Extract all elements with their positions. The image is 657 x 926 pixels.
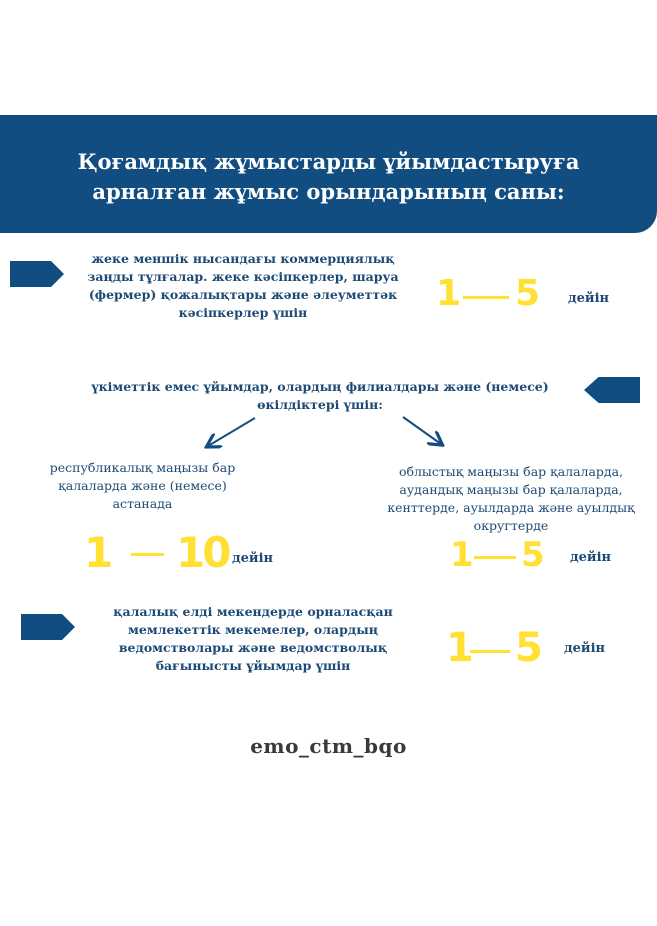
page-title: Қоғамдық жұмыстарды ұйымдастыруға арналғ… xyxy=(0,147,657,207)
section2-left-line: астанада xyxy=(112,496,173,511)
section3-line: бағынысты ұйымдар үшін xyxy=(155,658,351,673)
section2-text: үкіметтік емес ұйымдар, олардың филиалда… xyxy=(80,378,560,414)
range-dash xyxy=(474,556,516,559)
arrow-right-icon xyxy=(10,261,64,287)
section2-right-range-to: 5 xyxy=(521,535,545,575)
section1-unit: дейін xyxy=(568,291,610,306)
title-line-1: Қоғамдық жұмыстарды ұйымдастыруға xyxy=(77,149,580,174)
arrow-down-right-icon xyxy=(402,416,441,444)
range-dash xyxy=(470,650,510,653)
section1-range-to: 5 xyxy=(515,273,541,314)
section2-left-text: республикалық маңызы бар қалаларда және … xyxy=(40,459,245,513)
section1-line: кәсіпкерлер үшін xyxy=(178,305,308,320)
section2-left-line: қалаларда және (немесе) xyxy=(58,478,227,493)
arrow-down-left-icon xyxy=(208,417,256,446)
section3-unit: дейін xyxy=(564,641,606,656)
section1-line: (фермер) қожалықтары және әлеуметтәк xyxy=(88,287,398,302)
section2-line: өкілдіктері үшін: xyxy=(257,397,383,412)
section2-right-line: округтерде xyxy=(473,518,549,533)
section2-right-range-from: 1 xyxy=(450,535,474,575)
section2-right-line: аудандық маңызы бар қалаларда, xyxy=(399,482,623,497)
section3-line: мемлекеттік мекемелер, олардың xyxy=(128,622,378,637)
section3-text: қалалық елді мекендерде орналасқан мемле… xyxy=(103,603,403,675)
title-line-2: арналған жұмыс орындарының саны: xyxy=(92,179,565,204)
section2-right-line: кенттерде, ауылдарда және ауылдық xyxy=(387,500,635,515)
section3-line: ведомстволары және ведомстволық xyxy=(118,640,388,655)
section2-left-range-from: 1 xyxy=(84,528,114,577)
section2-right-unit: дейін xyxy=(570,550,612,565)
arrow-right-icon xyxy=(21,614,75,640)
section1-line: заңды тұлғалар. жеке кәсіпкерлер, шаруа xyxy=(87,269,399,284)
section2-right-text: облыстық маңызы бар қалаларда, аудандық … xyxy=(380,463,642,535)
section2-left-unit: дейін xyxy=(232,551,274,566)
range-dash xyxy=(463,296,509,299)
section3-line: қалалық елді мекендерде орналасқан xyxy=(113,604,393,619)
section2-line: үкіметтік емес ұйымдар, олардың филиалда… xyxy=(91,379,549,394)
section1-range-from: 1 xyxy=(436,273,462,314)
section2-left-range-to: 10 xyxy=(176,528,231,577)
section2-right-line: облыстық маңызы бар қалаларда, xyxy=(398,464,624,479)
header-banner xyxy=(0,115,657,233)
footer-handle: emo_ctm_bqo xyxy=(250,734,407,758)
section3-range-from: 1 xyxy=(446,625,474,671)
section2-left-line: республикалық маңызы бар xyxy=(49,460,236,475)
section1-line: жеке меншік нысандағы коммерциялық xyxy=(91,251,395,266)
range-dash xyxy=(131,553,164,556)
section3-range-to: 5 xyxy=(515,625,543,671)
section1-text: жеке меншік нысандағы коммерциялық заңды… xyxy=(78,250,408,322)
